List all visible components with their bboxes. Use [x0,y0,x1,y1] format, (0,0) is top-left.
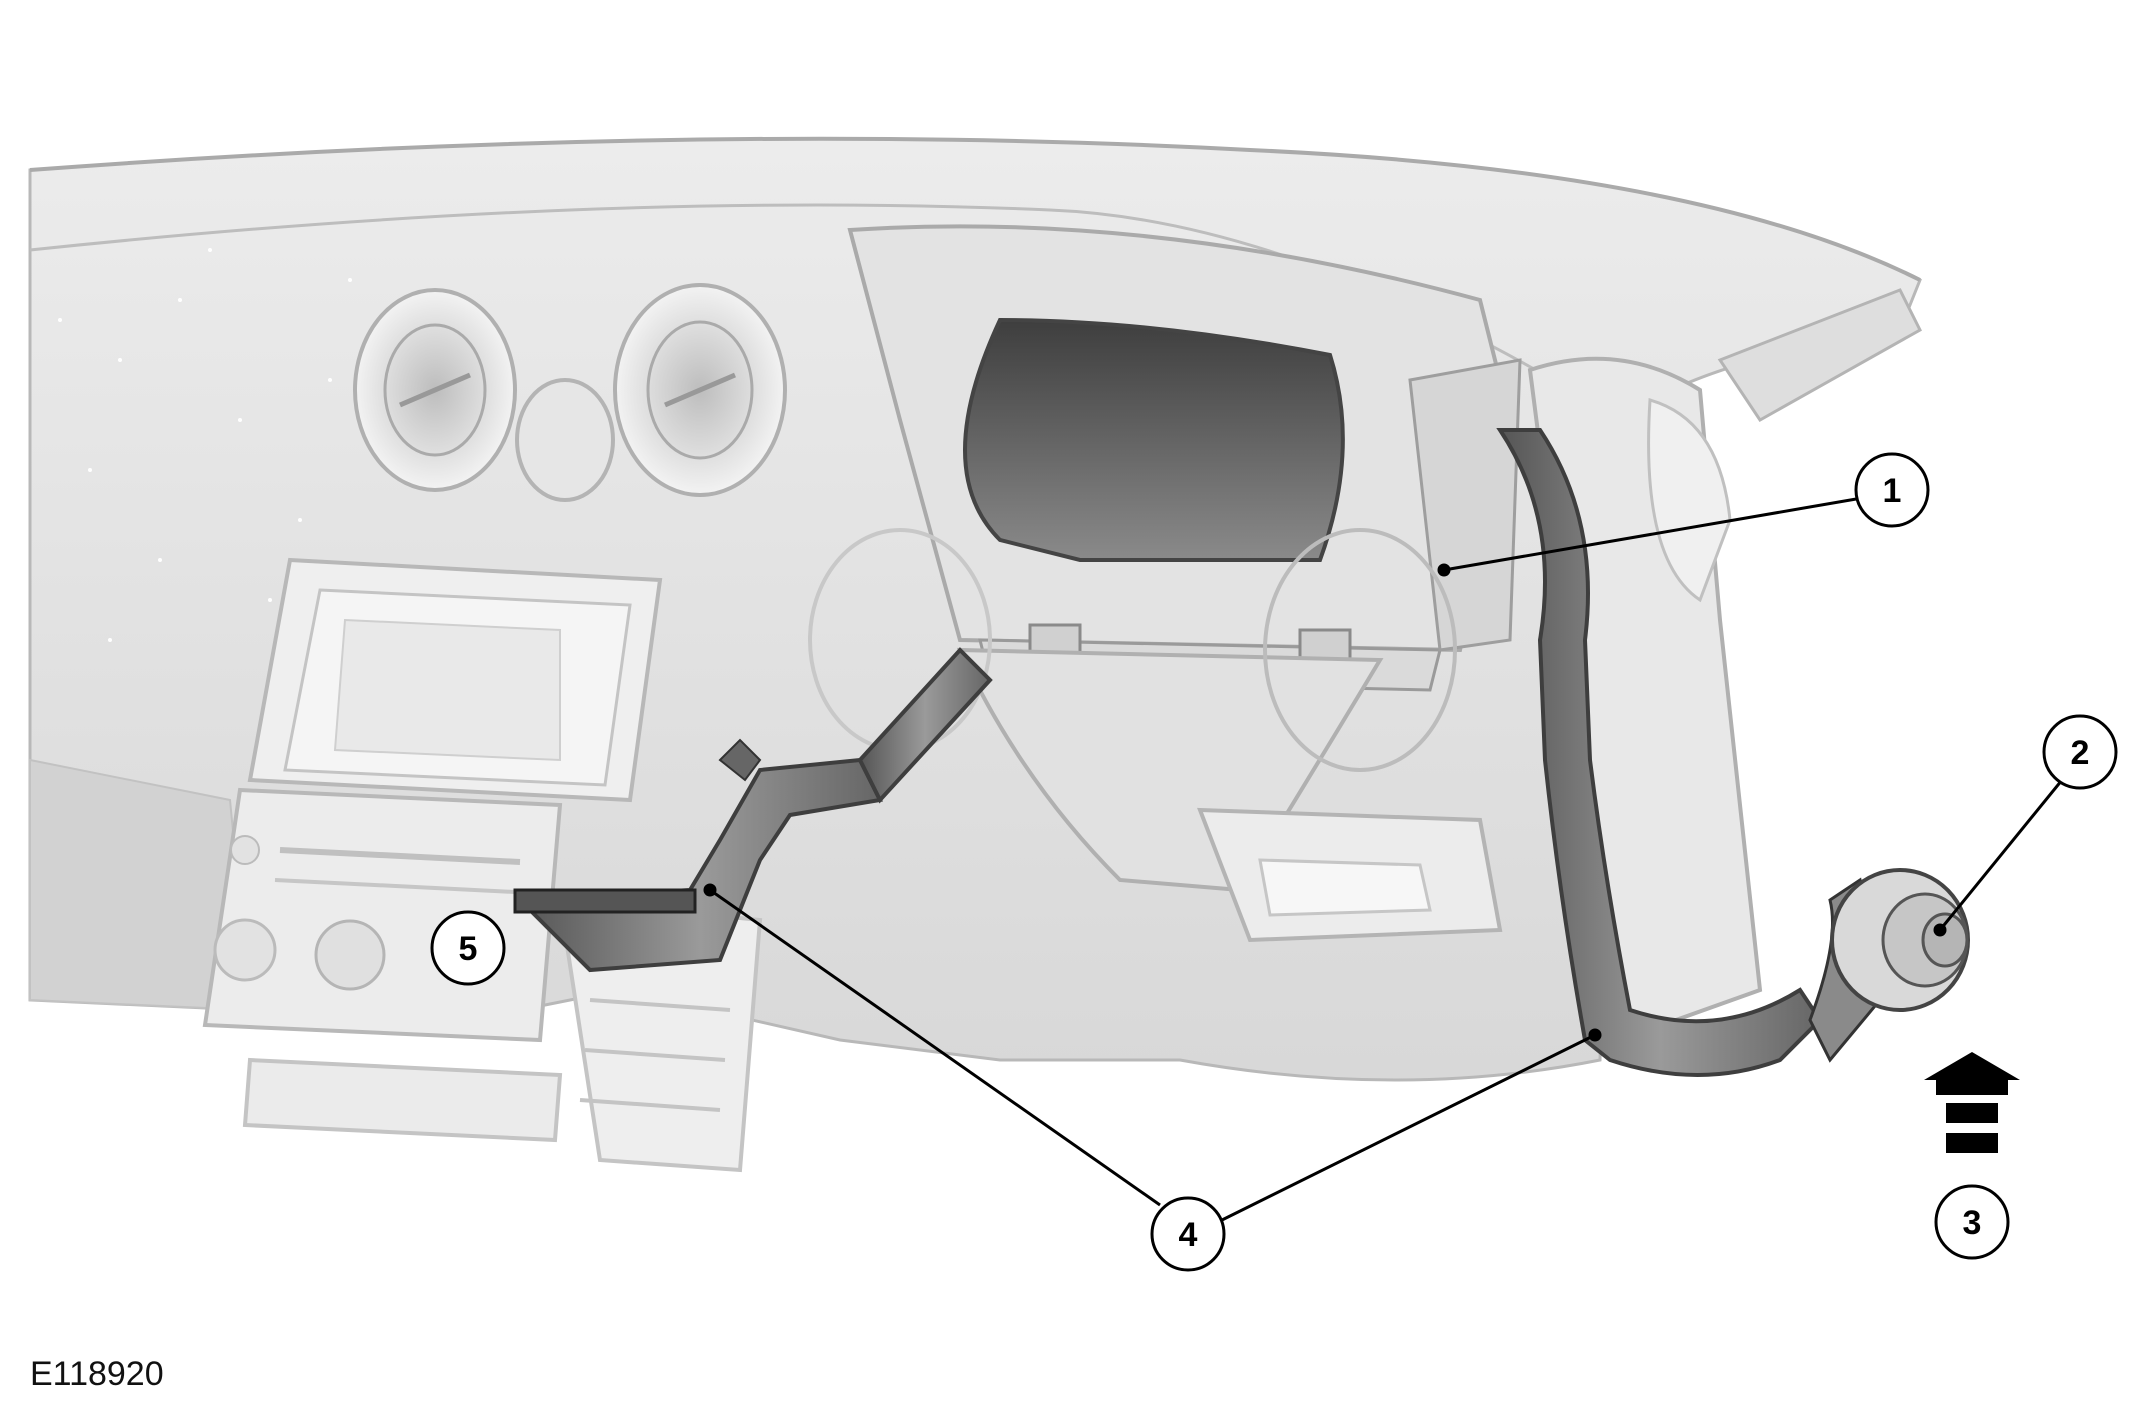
callout-4: 4 [1150,1196,1226,1272]
callout-2: 2 [2042,714,2118,790]
side-window-demister-nozzle [1830,868,1970,1012]
dashboard-end-panel [1527,288,1922,1043]
svg-text:3: 3 [1963,1204,1982,1242]
callout-3: 3 [1934,1184,2010,1260]
leader-lines [703,496,2064,1222]
cluster-display-screen [963,317,1345,562]
svg-text:1: 1 [1883,472,1902,510]
air-duct-left [513,647,993,973]
dash-texture [58,248,352,642]
svg-text:4: 4 [1179,1216,1198,1254]
center-air-vents [353,283,787,502]
callout-1: 1 [1854,452,1930,528]
figure-id: E118920 [30,1355,164,1393]
callout-5: 5 [430,910,506,986]
steering-column-area [808,528,1503,943]
upward-airflow-arrow-icon [1924,1052,2020,1153]
duct-outlet-5 [513,888,697,914]
svg-text:2: 2 [2071,734,2090,772]
svg-text:5: 5 [459,930,478,968]
instrument-cluster-housing [847,224,1522,692]
